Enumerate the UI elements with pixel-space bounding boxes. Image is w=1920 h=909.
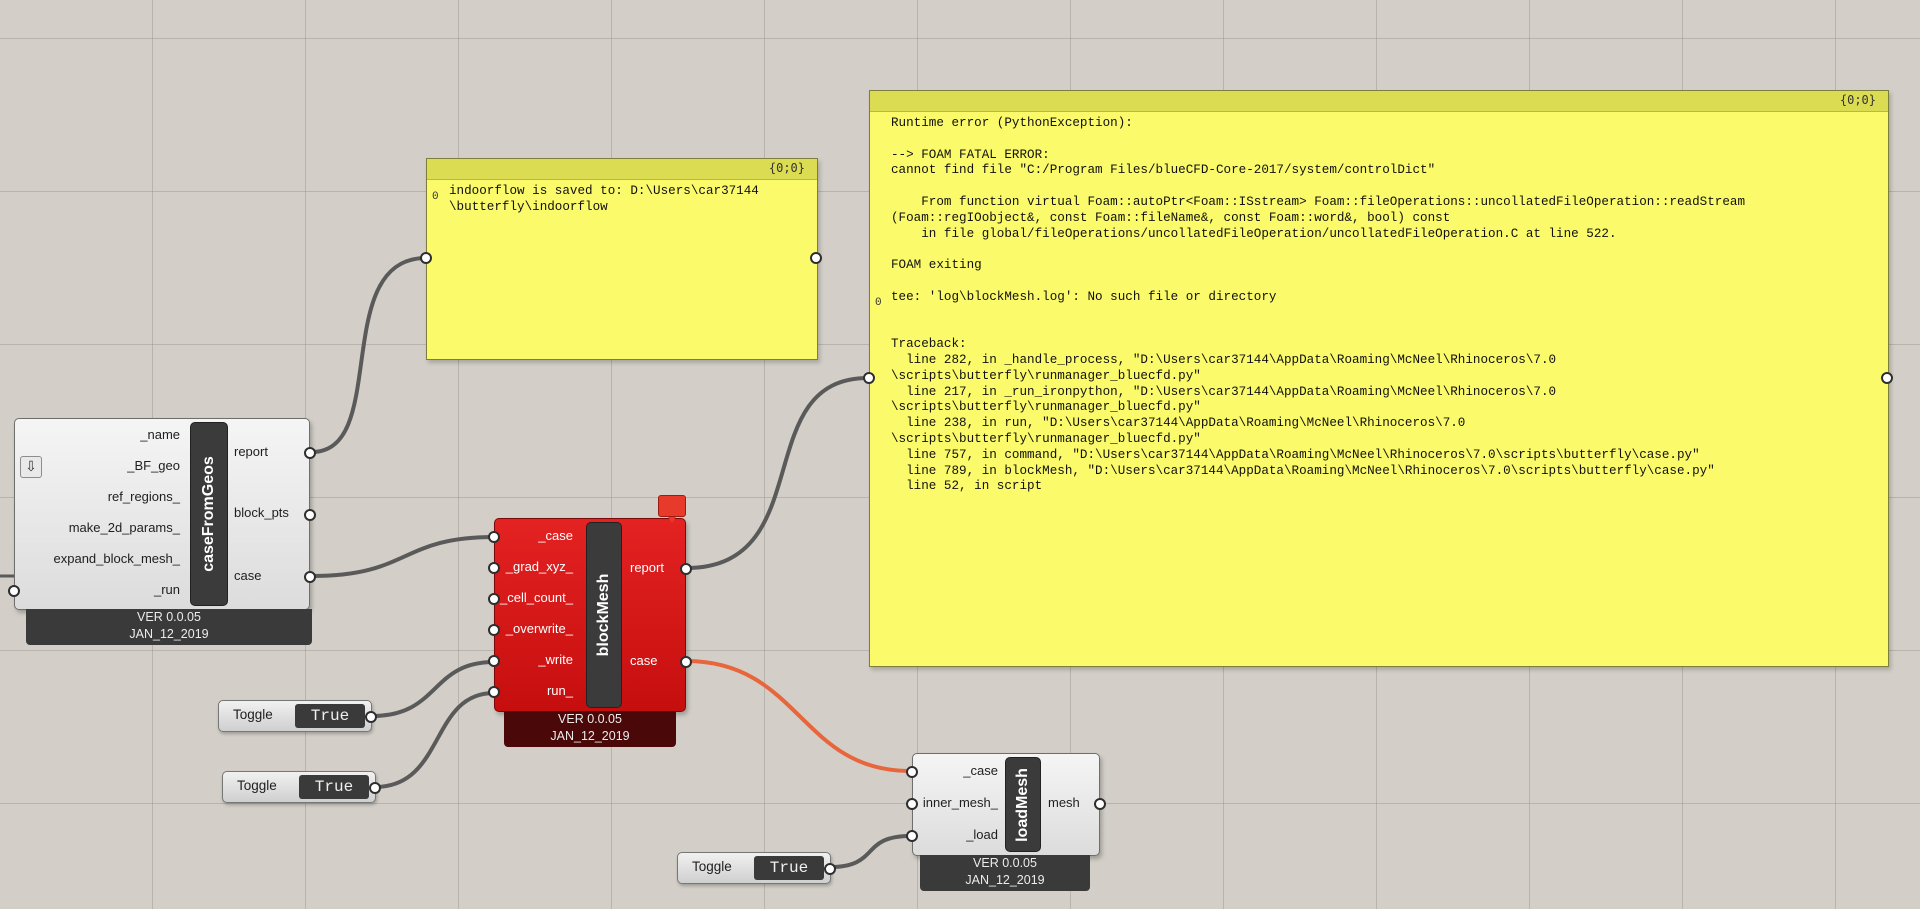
input-load-grip[interactable]: [906, 830, 918, 842]
version-label: VER 0.0.05: [137, 610, 201, 624]
boolean-toggle-load[interactable]: Toggle True: [677, 852, 836, 884]
version-label: VER 0.0.05: [973, 856, 1037, 870]
input-name[interactable]: _name: [140, 427, 180, 442]
output-block-pts-grip[interactable]: [304, 509, 316, 521]
error-panel-text: Runtime error (PythonException): --> FOA…: [891, 116, 1745, 494]
block-mesh-version: VER 0.0.05 JAN_12_2019: [504, 711, 676, 747]
report-panel-input-grip[interactable]: [420, 252, 432, 264]
toggle-output-grip[interactable]: [369, 782, 381, 794]
load-mesh-title: loadMesh: [1014, 767, 1031, 842]
report-panel-output-grip[interactable]: [810, 252, 822, 264]
output-mesh-grip[interactable]: [1094, 798, 1106, 810]
report-panel-text: indoorflow is saved to: D:\Users\car3714…: [449, 184, 759, 214]
input-ref-regions[interactable]: ref_regions_: [107, 489, 180, 504]
boolean-toggle-run[interactable]: Toggle True: [222, 771, 381, 803]
output-case[interactable]: case: [234, 568, 262, 583]
output-block-pts[interactable]: block_pts: [234, 505, 289, 520]
report-panel-header: {0;0}: [427, 159, 817, 180]
toggle-label: Toggle: [237, 778, 277, 793]
input-grad-xyz[interactable]: _grad_xyz_: [505, 559, 573, 574]
toggle-output-grip[interactable]: [365, 711, 377, 723]
toggle-value[interactable]: True: [299, 775, 369, 799]
input-expand-block-mesh[interactable]: expand_block_mesh_: [53, 551, 180, 566]
input-inner-mesh-grip[interactable]: [906, 798, 918, 810]
date-label: JAN_12_2019: [550, 729, 630, 743]
error-panel-index: 0: [875, 297, 882, 309]
case-from-geos-component[interactable]: caseFromGeos ⇩ _name _BF_geo ref_regions…: [8, 418, 316, 650]
load-mesh-nickname[interactable]: loadMesh: [1005, 757, 1041, 852]
case-from-geos-body[interactable]: [14, 418, 310, 610]
input-cell-count-grip[interactable]: [488, 593, 500, 605]
wire-toggle3-to-load: [829, 834, 911, 869]
report-panel-path: {0;0}: [768, 161, 805, 175]
load-mesh-component[interactable]: loadMesh _case inner_mesh_ _load mesh VE…: [906, 753, 1106, 893]
input-run-grip[interactable]: [8, 585, 20, 597]
input-load[interactable]: _load: [966, 827, 998, 842]
toggle-label: Toggle: [692, 859, 732, 874]
error-panel-header: {0;0}: [870, 91, 1888, 112]
report-panel-index: 0: [432, 191, 439, 203]
input-case[interactable]: _case: [963, 763, 998, 778]
input-grad-xyz-grip[interactable]: [488, 562, 500, 574]
output-report[interactable]: report: [234, 444, 268, 459]
input-overwrite[interactable]: _overwrite_: [505, 621, 573, 636]
case-from-geos-nickname[interactable]: caseFromGeos: [190, 422, 228, 606]
date-label: JAN_12_2019: [129, 627, 209, 641]
wire-report-to-panel: [311, 256, 427, 454]
toggle-value[interactable]: True: [754, 856, 824, 880]
wire-toggle1-to-write: [371, 660, 495, 718]
input-run-grip[interactable]: [488, 686, 500, 698]
input-make-2d-params[interactable]: make_2d_params_: [68, 520, 180, 535]
input-cell-count[interactable]: _cell_count_: [500, 590, 573, 605]
input-inner-mesh[interactable]: inner_mesh_: [922, 795, 998, 810]
block-mesh-component[interactable]: blockMesh _case _grad_xyz_ _cell_count_ …: [488, 518, 692, 750]
input-write-grip[interactable]: [488, 655, 500, 667]
load-mesh-version: VER 0.0.05 JAN_12_2019: [920, 855, 1090, 891]
wire-toggle2-to-run: [374, 691, 495, 789]
toggle-output-grip[interactable]: [824, 863, 836, 875]
output-report-grip[interactable]: [304, 447, 316, 459]
runtime-message-balloon-icon[interactable]: [658, 495, 686, 523]
input-overwrite-grip[interactable]: [488, 624, 500, 636]
wire-blockmesh-report-to-error-panel: [685, 376, 869, 570]
error-panel-output-grip[interactable]: [1881, 372, 1893, 384]
output-report-grip[interactable]: [680, 563, 692, 575]
case-from-geos-version: VER 0.0.05 JAN_12_2019: [26, 609, 312, 645]
output-case-grip[interactable]: [304, 571, 316, 583]
output-report[interactable]: report: [630, 560, 664, 575]
date-label: JAN_12_2019: [965, 873, 1045, 887]
toggle-value[interactable]: True: [295, 704, 365, 728]
case-from-geos-title: caseFromGeos: [200, 456, 217, 572]
input-write[interactable]: _write: [538, 652, 573, 667]
input-case[interactable]: _case: [538, 528, 573, 543]
down-arrow-icon[interactable]: ⇩: [20, 456, 42, 478]
input-case-grip[interactable]: [488, 531, 500, 543]
wire-blockmesh-case-to-loadmesh: [685, 659, 911, 773]
toggle-label: Toggle: [233, 707, 273, 722]
output-case-grip[interactable]: [680, 656, 692, 668]
boolean-toggle-write[interactable]: Toggle True: [218, 700, 377, 732]
input-bf-geo[interactable]: _BF_geo: [127, 458, 180, 473]
input-run[interactable]: _run: [153, 582, 180, 597]
input-run[interactable]: run_: [546, 683, 573, 698]
report-panel[interactable]: {0;0} 0 indoorflow is saved to: D:\Users…: [420, 158, 822, 360]
output-case[interactable]: case: [630, 653, 658, 668]
input-case-grip[interactable]: [906, 766, 918, 778]
error-panel-path: {0;0}: [1839, 93, 1876, 107]
version-label: VER 0.0.05: [558, 712, 622, 726]
block-mesh-title: blockMesh: [595, 573, 612, 657]
block-mesh-nickname[interactable]: blockMesh: [586, 522, 622, 708]
error-panel[interactable]: {0;0} 0 Runtime error (PythonException):…: [863, 90, 1893, 667]
output-mesh[interactable]: mesh: [1048, 795, 1080, 810]
error-panel-input-grip[interactable]: [863, 372, 875, 384]
wire-case-to-blockmesh: [311, 535, 495, 578]
